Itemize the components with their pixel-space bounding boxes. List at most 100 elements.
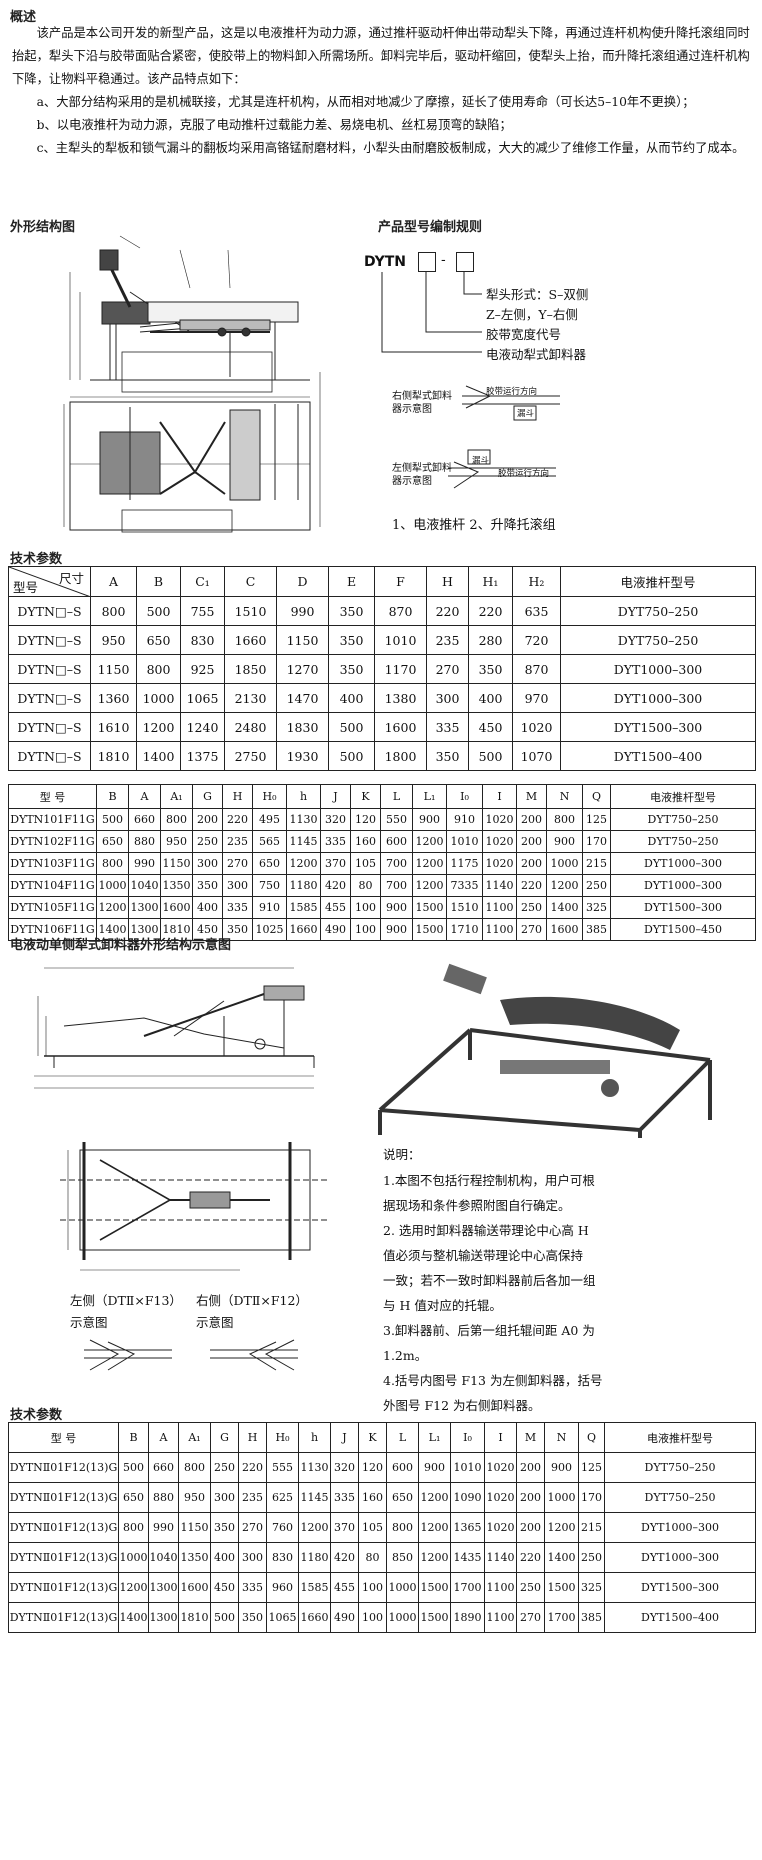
table-cell: 400 <box>468 683 513 713</box>
note-line: 外图号 F12 为右侧卸料器。 <box>383 1398 541 1413</box>
table-cell: 1020 <box>482 830 517 853</box>
table-cell: 1375 <box>180 741 225 771</box>
table-cell: 1300 <box>148 1572 179 1603</box>
table-cell: 1930 <box>276 741 329 771</box>
table-cell: 1585 <box>286 896 321 919</box>
table-cell: 120 <box>358 1452 387 1483</box>
note-line: 值必须与整机输送带理论中心高保持 <box>383 1248 584 1263</box>
table-cell: 1360 <box>90 683 137 713</box>
notes-title: 说明： <box>383 1147 421 1162</box>
table-cell: 500 <box>328 712 375 742</box>
table-cell: 900 <box>380 896 413 919</box>
table-cell: 300 <box>210 1482 239 1513</box>
column-header: 电液推杆型号 <box>610 784 756 809</box>
table-cell: 220 <box>468 596 513 626</box>
table-cell: 1140 <box>482 874 517 897</box>
table-cell: 1000 <box>136 683 181 713</box>
table-cell: 910 <box>252 896 287 919</box>
table-cell: 1140 <box>484 1542 517 1573</box>
table-cell: 1400 <box>544 1542 579 1573</box>
column-header: B <box>136 566 181 597</box>
table-cell: 385 <box>578 1602 605 1633</box>
table-cell: 870 <box>512 654 561 684</box>
model-cell: DYTN103F11G <box>8 852 97 875</box>
note-line: 4.括号内图号 F13 为左侧卸料器，括号 <box>383 1373 603 1388</box>
column-header: B <box>96 784 129 809</box>
table-cell: 650 <box>136 625 181 655</box>
table-cell: 1610 <box>90 712 137 742</box>
table-cell: 1850 <box>224 654 277 684</box>
table-cell: 1000 <box>386 1602 419 1633</box>
table-cell: 800 <box>178 1452 211 1483</box>
column-header: M <box>516 784 547 809</box>
table-cell: 125 <box>578 1452 605 1483</box>
note-line: 3.卸料器前、后第一组托辊间距 A0 为 <box>383 1323 595 1338</box>
table-cell: 1000 <box>544 1482 579 1513</box>
funnel-right: 漏斗 <box>517 409 535 419</box>
table-cell: 1180 <box>298 1542 331 1573</box>
feature-a: a、大部分结构采用的是机械联接，尤其是连杆机构，从而相对地减少了摩擦，延长了使用… <box>36 95 695 109</box>
table-cell: 1020 <box>512 712 561 742</box>
table-cell: 200 <box>192 808 223 831</box>
table-cell: DYT1000–300 <box>610 852 756 875</box>
table-cell: 200 <box>516 852 547 875</box>
table-cell: 1400 <box>118 1602 149 1633</box>
table-cell: 350 <box>192 874 223 897</box>
table-cell: 850 <box>386 1542 419 1573</box>
table-cell: 800 <box>546 808 583 831</box>
model-cell: DYTN106F11G <box>8 918 97 941</box>
table-cell: 1435 <box>450 1542 485 1573</box>
table-cell: 250 <box>192 830 223 853</box>
table-cell: 1510 <box>224 596 277 626</box>
table-cell: 500 <box>118 1452 149 1483</box>
column-header: L₁ <box>412 784 447 809</box>
table-cell: 600 <box>380 830 413 853</box>
table-cell: 300 <box>222 874 253 897</box>
table-cell: 1800 <box>374 741 427 771</box>
table-cell: 350 <box>468 654 513 684</box>
column-header: N <box>544 1422 579 1453</box>
overview-paragraph: 该产品是本公司开发的新型产品，这是以电液推杆为动力源，通过推杆驱动杆伸出带动犁头… <box>12 26 750 86</box>
column-header: L <box>386 1422 419 1453</box>
table-cell: 950 <box>160 830 193 853</box>
column-header: h <box>298 1422 331 1453</box>
table-cell: 1200 <box>418 1482 451 1513</box>
table-cell: 250 <box>516 896 547 919</box>
overview-title: 概述 <box>10 10 37 25</box>
table-cell: 1400 <box>546 896 583 919</box>
table-cell: 1065 <box>266 1602 299 1633</box>
table-cell: 625 <box>266 1482 299 1513</box>
model-cell: DYTN104F11G <box>8 874 97 897</box>
table-cell: 880 <box>128 830 161 853</box>
table-cell: 1200 <box>544 1512 579 1543</box>
table-cell: 990 <box>148 1512 179 1543</box>
column-header: B <box>118 1422 149 1453</box>
table-cell: DYT750–250 <box>604 1482 756 1513</box>
column-header: A <box>90 566 137 597</box>
table-cell: 1500 <box>544 1572 579 1603</box>
column-header: F <box>374 566 427 597</box>
table-cell: 1000 <box>96 874 129 897</box>
table-cell: 1070 <box>512 741 561 771</box>
table-cell: 100 <box>358 1572 387 1603</box>
table-cell: 420 <box>330 1542 359 1573</box>
table-cell: 215 <box>582 852 611 875</box>
table-cell: 1400 <box>96 918 129 941</box>
table-cell: 220 <box>516 874 547 897</box>
table-cell: 105 <box>358 1512 387 1543</box>
column-header: I₀ <box>446 784 483 809</box>
column-header: E <box>328 566 375 597</box>
model-code-dash: - <box>441 253 446 268</box>
table-cell: DYT1000–300 <box>560 683 756 713</box>
table-cell: 320 <box>330 1452 359 1483</box>
table-cell: 270 <box>516 1602 545 1633</box>
table-cell: 400 <box>210 1542 239 1573</box>
table-cell: 450 <box>210 1572 239 1603</box>
model-cell: DYTN□–S <box>8 741 91 771</box>
table-cell: 235 <box>238 1482 267 1513</box>
model-cell: DYTN101F11G <box>8 808 97 831</box>
table-cell: 555 <box>266 1452 299 1483</box>
table-cell: 1150 <box>178 1512 211 1543</box>
